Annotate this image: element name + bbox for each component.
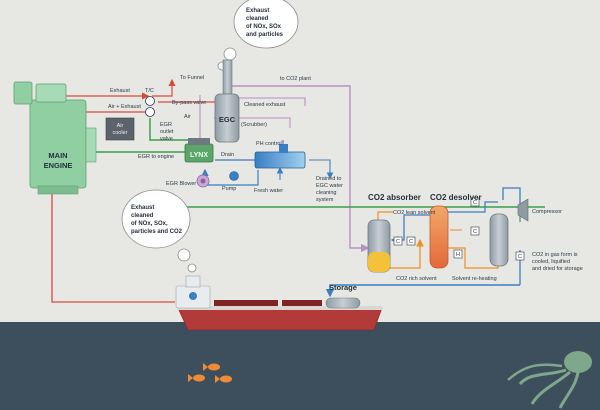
cleaned-exhaust-pipe	[235, 97, 306, 106]
water-treatment-tank	[254, 144, 306, 169]
drain-label: Drain	[221, 152, 234, 158]
exhaust-label: Exhaust	[110, 88, 130, 94]
air-cooler-label: cooler	[113, 130, 128, 136]
lean-solvent-pipe	[390, 214, 432, 244]
co2-lean-solvent-label: CO2 lean solvent	[393, 210, 436, 216]
controller-label: C	[396, 239, 400, 245]
egc-label: EGC	[219, 115, 236, 124]
main-engine: MAIN ENGINE	[13, 81, 97, 195]
solvent-reheating-label: Solvent re-heating	[452, 276, 497, 282]
to-funnel-pipe	[152, 78, 176, 97]
heater-label: H	[456, 252, 460, 258]
to-co2-plant-pipe	[232, 85, 370, 253]
co2-separator-tower	[489, 213, 509, 267]
controller-box: C	[470, 197, 480, 207]
egr-outlet-pipe	[149, 118, 205, 141]
co2-gas-note: and dried for storage	[532, 266, 583, 272]
callout-left-line: particles and CO2	[131, 229, 183, 235]
air-exhaust-label: Air + Exhaust	[108, 104, 141, 110]
co2-gas-note: cooled, liquified	[532, 259, 570, 265]
callout-bubble-top: Exhaust cleaned of NOx, SOx and particle…	[217, 0, 299, 71]
controller-box: C	[393, 236, 403, 246]
callout-left-line: Exhaust	[131, 205, 154, 211]
callout-top-line: and particles	[246, 32, 284, 38]
co2-desolver-label: CO2 desolver	[430, 193, 482, 202]
lynx-unit: LYNX	[184, 138, 214, 163]
fish-school	[188, 363, 232, 383]
controller-box: C	[515, 251, 525, 261]
octopus	[507, 351, 592, 409]
to-co2-plant-label: to CO2 plant	[280, 76, 311, 82]
storage-label: Storage	[329, 283, 357, 292]
egr-outlet-valve-label: outlet	[160, 129, 174, 135]
drained-label: EGC water	[316, 183, 343, 189]
engine-label-line1: MAIN	[48, 151, 67, 160]
callout-left-line: cleaned	[131, 213, 154, 219]
egr-blower-label: EGR Blower	[166, 181, 196, 187]
callout-top-line: Exhaust	[246, 8, 269, 14]
drained-label: cleaning	[316, 190, 337, 196]
callout-left-line: of NOx, SOx,	[131, 221, 168, 227]
pump	[229, 171, 239, 181]
ph-control-label: PH control	[256, 141, 282, 147]
egr-outlet-valve-label: EGR	[160, 122, 172, 128]
scrubber-label: (Scrubber)	[241, 122, 267, 128]
lynx-label: LYNX	[190, 152, 208, 159]
co2-gas-note: CO2 in gas form is	[532, 252, 578, 258]
callout-top-line: of NOx, SOx	[246, 24, 282, 30]
storage-tank	[325, 297, 361, 309]
to-storage-pipe	[325, 284, 520, 298]
bypass-valve-label: By-pass valve	[172, 100, 206, 106]
controller-label: C	[518, 254, 522, 260]
ship	[175, 275, 383, 331]
fresh-water-label: Fresh water	[254, 188, 283, 194]
cleaned-exhaust-label: Cleaned exhaust	[244, 102, 286, 108]
air-cooler-label: Air	[117, 123, 124, 129]
callout-bubble-left: Exhaust cleaned of NOx, SOx, particles a…	[121, 189, 197, 273]
co2-rich-solvent-label: CO2 rich solvent	[396, 276, 437, 282]
controller-label: C	[409, 239, 413, 245]
tc-label: T/C	[145, 88, 154, 94]
desolver-to-separator-pipe	[445, 201, 498, 213]
egr-to-engine-label: EGR to engine	[138, 154, 174, 160]
drained-label: system	[316, 197, 334, 203]
compressor-label: Compressor	[532, 209, 562, 215]
co2-absorber-label: CO2 absorber	[368, 193, 421, 202]
engine-label-line2: ENGINE	[44, 161, 73, 170]
drained-line	[309, 159, 334, 180]
engine-ship-line	[51, 185, 175, 303]
to-funnel-label: To Funnel	[180, 75, 204, 81]
controller-label: C	[473, 229, 477, 235]
egr-blower	[196, 174, 210, 188]
callout-top-line: cleaned	[246, 16, 269, 22]
separator-to-compressor-pipe	[502, 187, 521, 210]
rich-solvent-pipe	[388, 238, 424, 269]
compressor	[517, 198, 529, 222]
co2-desolver-tower	[429, 205, 449, 269]
drained-label: Drained to	[316, 176, 341, 182]
controller-label: C	[473, 200, 477, 206]
sea	[0, 322, 600, 410]
turbocharger	[145, 96, 155, 117]
egr-outlet-valve-label: valve	[160, 136, 173, 142]
air-cooler: Air cooler	[105, 117, 135, 141]
heater-box: H	[453, 249, 463, 259]
controller-box: C	[470, 226, 480, 236]
controller-box: C	[406, 236, 416, 246]
air-label: Air	[184, 114, 191, 120]
egc-scrubber: EGC	[214, 59, 240, 143]
co2-absorber-tower	[367, 219, 391, 273]
pump-label: Pump	[222, 186, 236, 192]
